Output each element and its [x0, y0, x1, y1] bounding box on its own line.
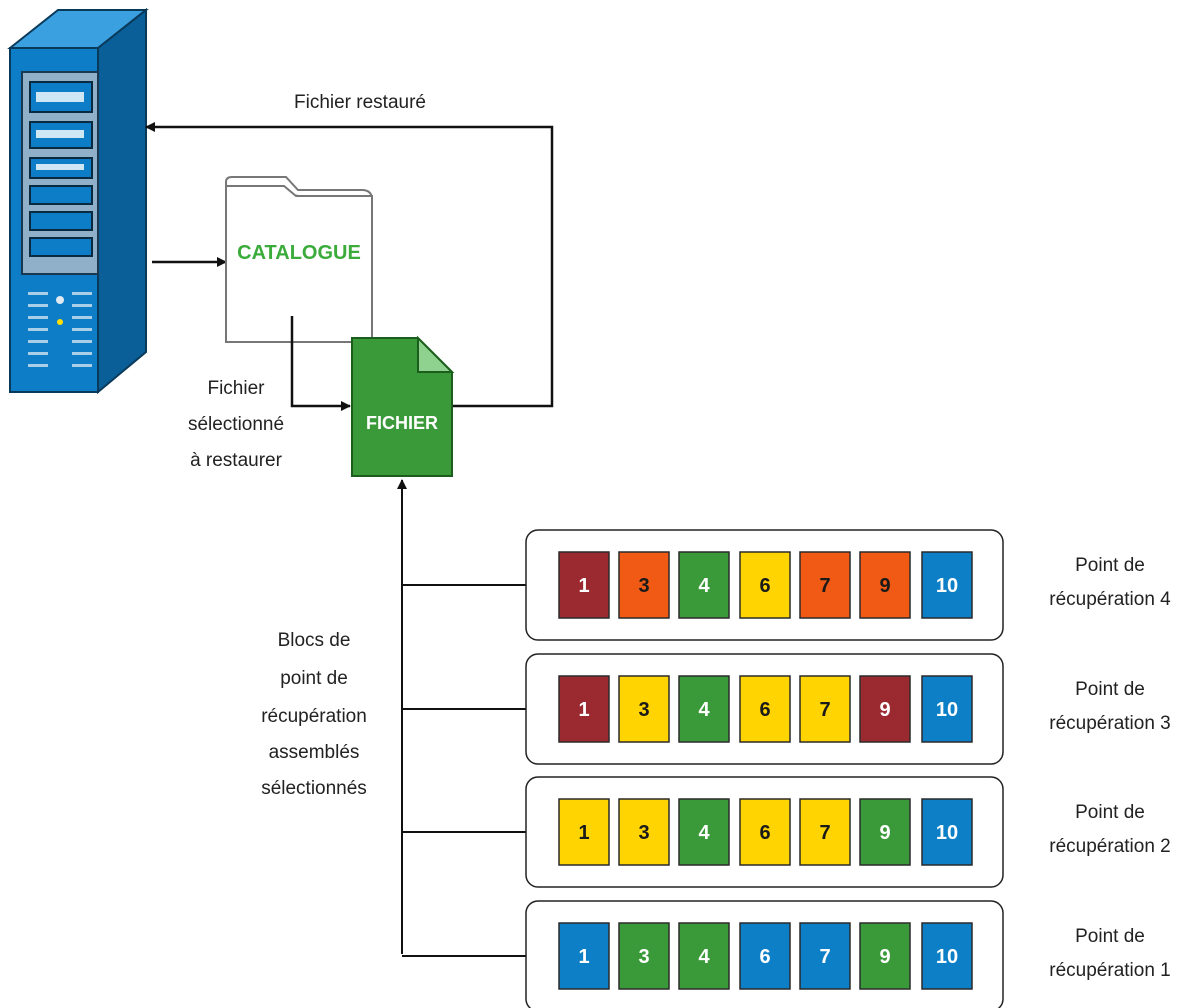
block-1 [558, 922, 610, 990]
block-3 [618, 798, 670, 866]
catalog-to-file-arrow [290, 316, 351, 411]
restored-file-label: Fichier restauré [294, 92, 426, 113]
file-document-icon [351, 335, 455, 477]
recovery-point-label: récupération 2 [1049, 836, 1170, 857]
block-9 [859, 551, 911, 619]
restored-file-arrow [145, 122, 554, 408]
block-number: 7 [819, 575, 830, 597]
block-1 [558, 551, 610, 619]
block-3 [618, 551, 670, 619]
block-number: 7 [819, 699, 830, 721]
recovery-point-label: Point de [1075, 555, 1145, 576]
block-4 [678, 551, 730, 619]
assembled-blocks-line-4: assemblés [269, 742, 360, 763]
block-number: 9 [879, 822, 890, 844]
block-10 [921, 551, 973, 619]
block-7 [799, 922, 851, 990]
assembled-blocks-line-3: récupération [261, 706, 367, 727]
block-9 [859, 675, 911, 743]
block-7 [799, 551, 851, 619]
block-number: 10 [936, 822, 958, 844]
block-number: 4 [698, 946, 710, 968]
block-number: 7 [819, 822, 830, 844]
block-number: 1 [578, 946, 589, 968]
block-7 [799, 675, 851, 743]
block-10 [921, 798, 973, 866]
block-number: 6 [759, 575, 770, 597]
selected-file-line-3: à restaurer [190, 450, 283, 471]
block-1 [558, 675, 610, 743]
block-number: 9 [879, 946, 890, 968]
block-number: 4 [698, 699, 710, 721]
block-number: 10 [936, 946, 958, 968]
assembled-blocks-line-2: point de [280, 668, 348, 689]
assembled-blocks-line-1: Blocs de [278, 630, 351, 651]
block-number: 9 [879, 575, 890, 597]
block-number: 4 [698, 575, 710, 597]
recovery-point-label: récupération 4 [1049, 589, 1171, 610]
recovery-point-label: Point de [1075, 802, 1145, 823]
block-4 [678, 922, 730, 990]
block-number: 3 [638, 822, 649, 844]
block-6 [739, 675, 791, 743]
block-number: 3 [638, 699, 649, 721]
block-number: 6 [759, 699, 770, 721]
block-number: 3 [638, 946, 649, 968]
block-number: 1 [578, 822, 589, 844]
recovery-point-label: Point de [1075, 679, 1145, 700]
block-number: 4 [698, 822, 710, 844]
block-number: 3 [638, 575, 649, 597]
file-label: FICHIER [366, 413, 438, 433]
block-4 [678, 798, 730, 866]
selected-file-label: Fichier sélectionné à restaurer [188, 378, 284, 471]
block-number: 1 [578, 575, 589, 597]
recovery-point-label: Point de [1075, 926, 1145, 947]
block-number: 10 [936, 699, 958, 721]
block-6 [739, 551, 791, 619]
selected-file-line-1: Fichier [207, 378, 265, 399]
block-1 [558, 798, 610, 866]
selected-file-line-2: sélectionné [188, 414, 284, 435]
block-number: 6 [759, 822, 770, 844]
recovery-point-label: récupération 3 [1049, 713, 1170, 734]
block-number: 6 [759, 946, 770, 968]
server-icon [7, 7, 149, 395]
block-7 [799, 798, 851, 866]
block-6 [739, 922, 791, 990]
block-4 [678, 675, 730, 743]
block-6 [739, 798, 791, 866]
catalog-folder-icon [225, 176, 373, 343]
block-3 [618, 675, 670, 743]
block-9 [859, 798, 911, 866]
block-3 [618, 922, 670, 990]
block-number: 7 [819, 946, 830, 968]
catalog-label: CATALOGUE [237, 242, 361, 264]
assembled-blocks-line-5: sélectionnés [261, 778, 367, 799]
block-number: 1 [578, 699, 589, 721]
recovery-point-label: récupération 1 [1049, 960, 1170, 981]
block-10 [921, 675, 973, 743]
block-number: 9 [879, 699, 890, 721]
block-9 [859, 922, 911, 990]
block-10 [921, 922, 973, 990]
block-number: 10 [936, 575, 958, 597]
assembled-blocks-label: Blocs de point de récupération assemblés… [261, 630, 367, 799]
